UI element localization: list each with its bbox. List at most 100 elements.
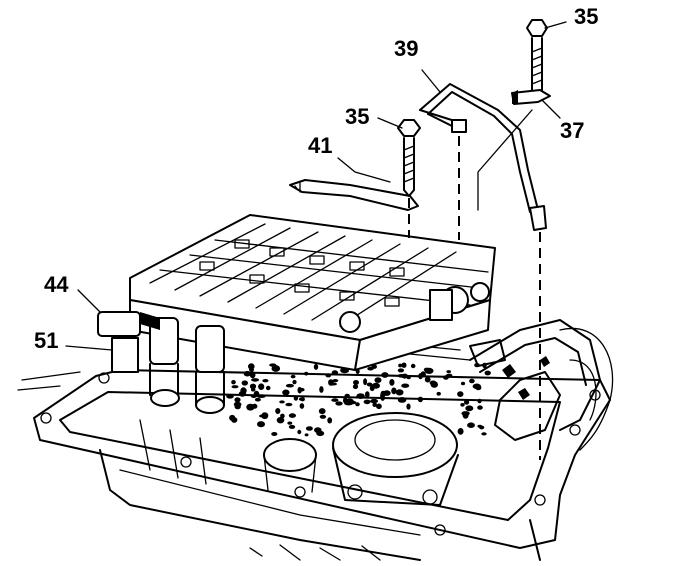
passage-dot [401, 383, 410, 388]
passage-dot [477, 405, 483, 410]
passage-dot [249, 367, 254, 372]
passage-dot [446, 370, 452, 374]
passage-dot [319, 386, 324, 393]
passage-dot [391, 387, 397, 395]
passage-dot [226, 394, 234, 399]
passage-dot [249, 371, 256, 379]
passage-dot [481, 432, 487, 436]
passage-dot [288, 424, 296, 429]
passage-dot [257, 421, 265, 428]
callout-51: 51 [34, 328, 58, 353]
passage-dot [293, 395, 299, 401]
passage-dot [382, 390, 391, 396]
case-fluid-passages [226, 362, 491, 437]
passage-dot [319, 414, 327, 419]
passage-dot [231, 380, 236, 385]
passage-dot [418, 373, 423, 380]
bolt-35-center [397, 119, 421, 238]
pipe-39 [419, 83, 547, 460]
callout-35-top: 35 [574, 4, 598, 29]
callout-39: 39 [394, 36, 418, 61]
passage-dot [234, 397, 241, 403]
bolt-35-right [526, 19, 548, 97]
passage-dot [397, 374, 405, 378]
passage-dot [410, 363, 416, 369]
passage-dot [265, 385, 271, 391]
valve-body [97, 214, 496, 414]
passage-dot [424, 367, 434, 374]
passage-dot [465, 405, 474, 412]
passage-dot [397, 368, 405, 373]
passage-dot [344, 393, 350, 398]
passage-dot [424, 376, 431, 383]
passage-dot [335, 401, 343, 406]
passage-dot [372, 402, 378, 408]
passage-dot [251, 378, 260, 382]
passage-dot [271, 365, 281, 372]
passage-dot [233, 401, 242, 408]
passage-dot [417, 396, 423, 403]
passage-dot [246, 403, 255, 411]
passage-dot [331, 370, 339, 375]
passage-dot [380, 394, 386, 401]
passage-dot [275, 408, 281, 414]
passage-dot [348, 400, 357, 405]
passage-dot [325, 373, 332, 378]
passage-dot [340, 368, 349, 374]
passage-dot [457, 391, 464, 397]
passage-dot [401, 362, 407, 368]
passage-dot [330, 382, 337, 386]
passage-dot [231, 417, 238, 423]
passage-dot [254, 397, 261, 402]
passage-dot [367, 366, 374, 371]
passage-dot [395, 389, 404, 396]
passage-dot [287, 421, 293, 425]
passage-dot [398, 363, 403, 368]
passage-dot [288, 413, 296, 418]
clip-37 [511, 89, 551, 105]
passage-dot [305, 426, 313, 431]
passage-dot [469, 378, 475, 384]
passage-dot [460, 403, 465, 407]
passage-dot [250, 394, 257, 398]
passage-dot [271, 432, 278, 436]
passage-dot [299, 403, 305, 409]
passage-dot [285, 383, 294, 388]
passage-dot [249, 383, 257, 390]
passage-dot [381, 372, 389, 378]
passage-dot [374, 377, 382, 383]
passage-dot [327, 417, 333, 424]
passage-dot [298, 397, 305, 401]
passage-dot [397, 397, 407, 403]
passage-dot [467, 422, 475, 429]
callout-44: 44 [44, 272, 69, 297]
passage-dot [366, 382, 373, 387]
passage-dot [389, 379, 395, 386]
callout-37: 37 [560, 118, 584, 143]
callout-35-center: 35 [345, 104, 369, 129]
passage-dot [269, 363, 277, 367]
passage-dot [285, 402, 293, 407]
passage-dot [332, 379, 339, 383]
passage-dot [353, 380, 359, 385]
passage-dot [331, 398, 339, 402]
passage-dot [262, 379, 269, 383]
callout-41: 41 [308, 133, 332, 158]
passage-dot [279, 400, 285, 404]
passage-dot [316, 430, 325, 437]
accumulator-housing [139, 412, 459, 506]
passage-dot [304, 433, 309, 437]
passage-dot [297, 429, 302, 435]
passage-dot [479, 425, 485, 430]
passage-dot [457, 428, 464, 435]
passage-dot [241, 380, 248, 386]
passage-dot [303, 371, 309, 376]
passage-dot [231, 385, 239, 389]
passage-dot [282, 389, 290, 396]
passage-dot [472, 383, 481, 390]
passage-dot [363, 399, 371, 405]
passage-dot [352, 384, 359, 390]
passage-dot [464, 399, 470, 405]
passage-dot [460, 381, 466, 386]
